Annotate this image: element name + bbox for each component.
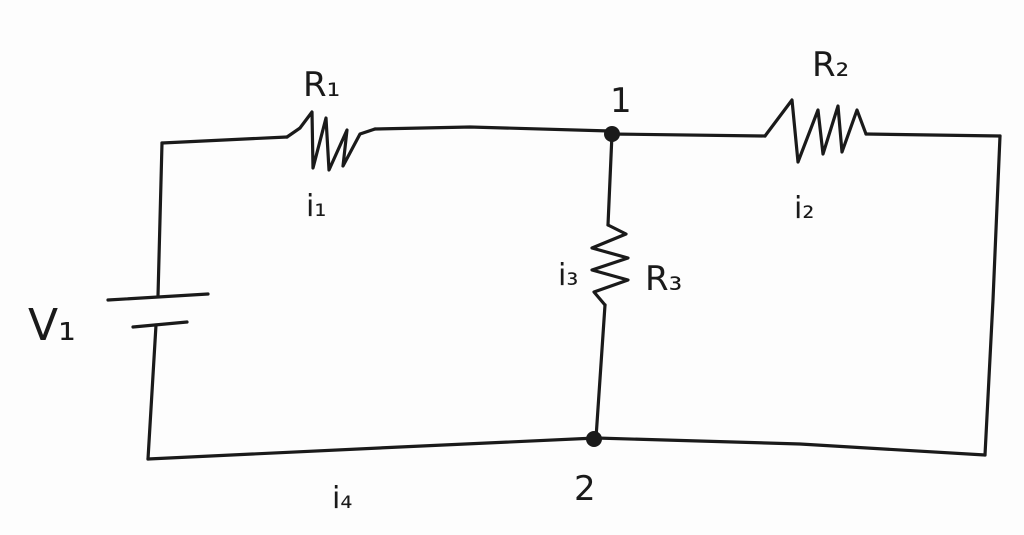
r2-label: R₂ bbox=[812, 45, 849, 85]
wire-left-top bbox=[156, 141, 164, 298]
wire-top-middle bbox=[373, 125, 612, 133]
v1-label: V₁ bbox=[28, 300, 76, 351]
node-1-dot bbox=[604, 126, 620, 142]
wire-top-right bbox=[608, 132, 767, 138]
node-2-label: 2 bbox=[574, 469, 596, 509]
wire-middle-top bbox=[606, 132, 614, 227]
resistor-r2-icon bbox=[763, 98, 868, 164]
wires bbox=[146, 125, 1002, 461]
i1-label: i₁ bbox=[306, 189, 326, 224]
wire-top-far-right bbox=[864, 132, 1002, 138]
r1-label: R₁ bbox=[303, 65, 340, 105]
resistor-r1-icon bbox=[285, 110, 377, 172]
node-2-dot bbox=[586, 431, 602, 447]
wire-top-left bbox=[160, 135, 289, 145]
resistor-r3-icon bbox=[590, 223, 630, 307]
battery-icon bbox=[106, 292, 210, 329]
r3-label: R₃ bbox=[645, 259, 682, 299]
wire-bottom bbox=[146, 436, 987, 461]
node-1-label: 1 bbox=[610, 81, 632, 121]
wire-middle-bottom bbox=[594, 303, 607, 440]
i2-label: i₂ bbox=[794, 191, 814, 226]
i4-label: i₄ bbox=[332, 481, 352, 516]
i3-label: i₃ bbox=[558, 258, 578, 293]
wire-left-bottom bbox=[146, 323, 158, 461]
wire-right bbox=[983, 134, 1002, 457]
